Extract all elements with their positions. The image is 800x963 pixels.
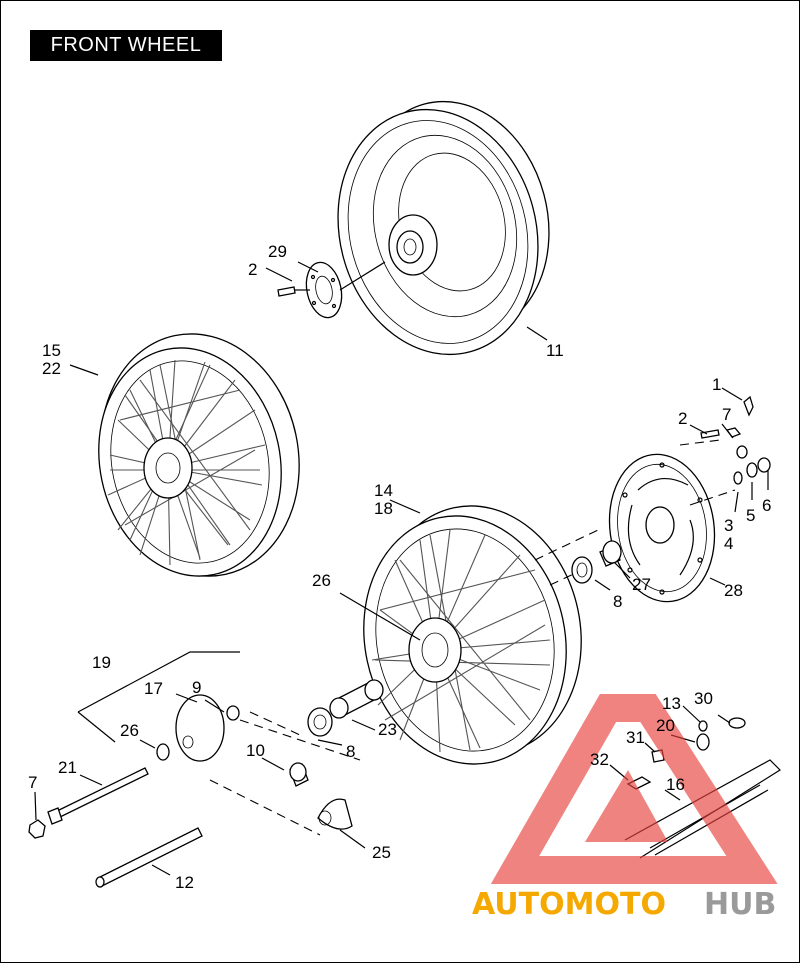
callout-6: 6 xyxy=(762,496,771,515)
callout-3: 3 xyxy=(724,516,733,535)
axle-kit-19 xyxy=(77,651,361,836)
callout-8-left: 8 xyxy=(346,742,355,761)
callout-14: 14 xyxy=(374,481,393,500)
callout-18: 18 xyxy=(374,499,393,518)
callout-28: 28 xyxy=(724,581,743,600)
rotor-hardware xyxy=(700,395,771,485)
callout-5: 5 xyxy=(746,506,755,525)
callout-7-right: 7 xyxy=(722,405,731,424)
brake-rotor-28 xyxy=(608,453,716,603)
callout-29: 29 xyxy=(268,242,287,261)
callout-25: 25 xyxy=(372,843,391,862)
callout-9: 9 xyxy=(192,678,201,697)
page-title: FRONT WHEEL xyxy=(30,30,222,61)
callout-4: 4 xyxy=(724,534,733,553)
spacer-27 xyxy=(599,540,622,567)
callout-30: 30 xyxy=(694,689,713,708)
callout-8-right: 8 xyxy=(613,592,622,611)
axle-21 xyxy=(28,767,149,839)
watermark-logo xyxy=(490,694,778,884)
callout-23: 23 xyxy=(378,720,397,739)
callout-10: 10 xyxy=(246,741,265,760)
callout-22: 22 xyxy=(42,359,61,378)
callout-11: 11 xyxy=(546,341,564,360)
callout-19: 19 xyxy=(92,653,111,672)
callout-15: 15 xyxy=(42,341,61,360)
leader-lines xyxy=(34,261,769,876)
callout-21: 21 xyxy=(58,758,77,777)
callout-32: 32 xyxy=(590,750,609,769)
watermark-text-secondary: HUB xyxy=(704,887,776,922)
callout-12: 12 xyxy=(175,873,194,892)
callout-31: 31 xyxy=(626,728,645,747)
disc-wheel xyxy=(337,100,550,356)
callout-labels: 1 2 2 3 4 5 6 7 7 8 8 9 10 11 12 13 14 1… xyxy=(28,242,771,892)
callout-7-left: 7 xyxy=(28,773,37,792)
callout-26-top: 26 xyxy=(312,571,331,590)
callout-26-left: 26 xyxy=(120,721,139,740)
watermark-text-primary: AUTOMOTO xyxy=(472,887,666,922)
callout-2-top: 2 xyxy=(248,260,257,279)
callout-16: 16 xyxy=(666,775,685,794)
rotor-bolt-29 xyxy=(277,261,386,319)
callout-17: 17 xyxy=(144,679,163,698)
axle-12 xyxy=(95,827,203,888)
laced-wheel-15-22 xyxy=(98,333,300,577)
laced-wheel-14-18 xyxy=(363,505,582,765)
bearing-8-left xyxy=(307,707,333,737)
callout-27: 27 xyxy=(632,575,651,594)
callout-1: 1 xyxy=(712,375,721,394)
spacer-23 xyxy=(329,679,384,719)
callout-13: 13 xyxy=(662,694,681,713)
callout-2-right: 2 xyxy=(678,409,687,428)
bearing-8-right xyxy=(571,556,593,584)
callout-20: 20 xyxy=(656,716,675,735)
